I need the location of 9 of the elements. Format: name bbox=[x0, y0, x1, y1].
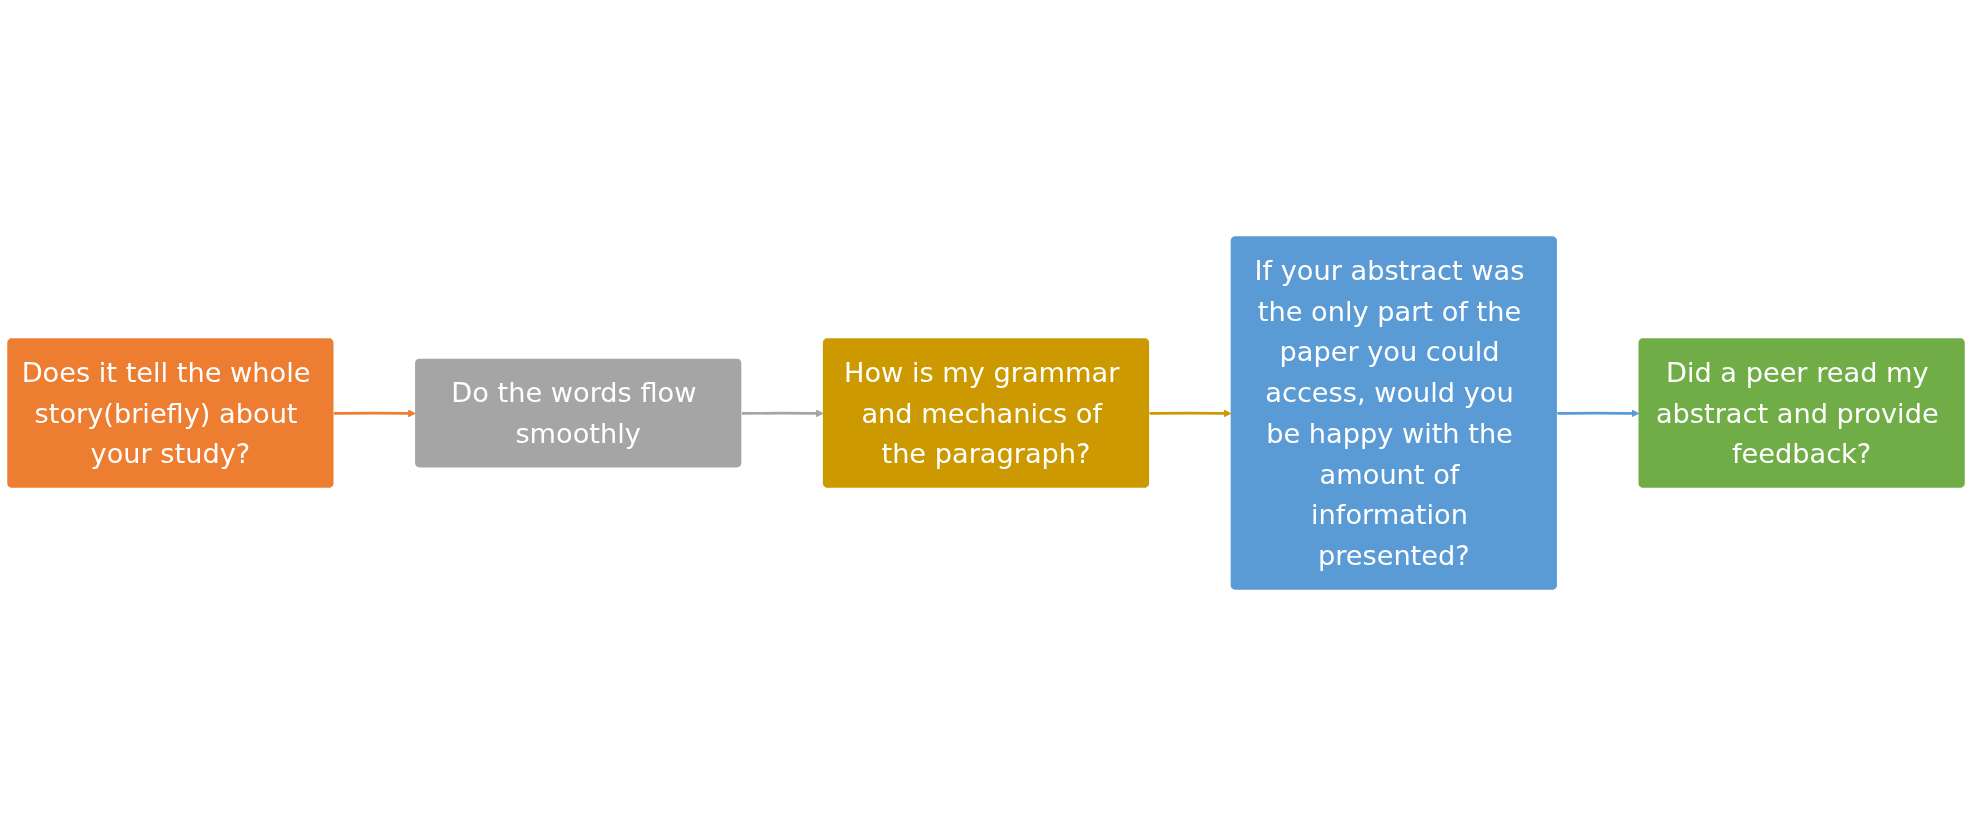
node-box: Do the words flow smoothly bbox=[415, 358, 742, 468]
node-box: Did a peer read my abstract and provide feedback? bbox=[1638, 338, 1965, 488]
node-box: Does it tell the whole story(briefly) about your study? bbox=[7, 338, 334, 488]
arrow bbox=[333, 409, 416, 418]
node-box: How is my grammar and mechanics of the paragraph? bbox=[822, 338, 1150, 488]
arrow bbox=[741, 409, 824, 418]
arrow bbox=[1149, 409, 1232, 418]
node-box: If your abstract was the only part of the paper you could access, would you be happy with the amount of information presented? bbox=[1230, 236, 1557, 590]
arrow bbox=[1557, 409, 1640, 418]
